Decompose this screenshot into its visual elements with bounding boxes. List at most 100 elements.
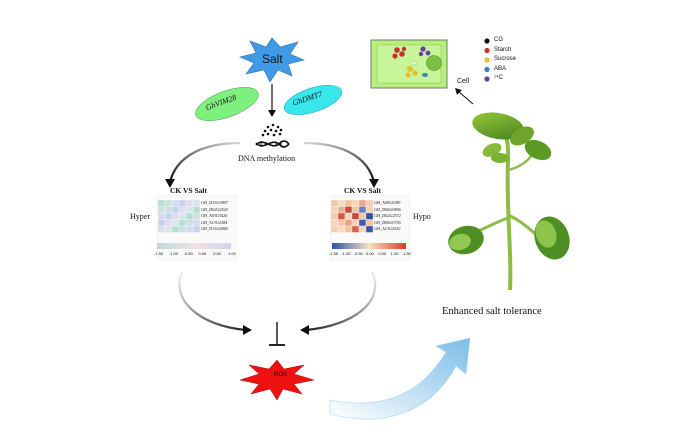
legend-label: ¹⁴C — [494, 75, 503, 81]
dna-helix-icon — [255, 140, 290, 148]
cell-arrowhead — [455, 88, 462, 95]
heatmap-cell — [351, 212, 360, 220]
heatmap-cell — [351, 206, 360, 214]
heatmap-cell — [171, 225, 180, 233]
gene-label: GH_D02G2572 — [374, 213, 401, 218]
colorbar-tick: 1.00 — [228, 251, 236, 256]
heatmap-cell — [351, 225, 360, 233]
heatmap-cell — [192, 212, 201, 220]
colorbar-tick: -0.50 — [353, 251, 363, 256]
colorbar-tick: -0.50 — [183, 251, 193, 256]
gene-label: GH_A13G2530 — [374, 226, 401, 231]
salt-label: Salt — [262, 52, 283, 66]
dna-methylation-label: DNA methylation — [238, 154, 296, 163]
cell-nucleus — [426, 55, 442, 71]
heatmap-cell — [358, 219, 367, 227]
gene-label: GH_D02G2520 — [201, 206, 228, 212]
colorbar-tick: -1.00 — [168, 251, 178, 256]
hypo-heatmap-title: CK VS Salt — [344, 186, 381, 195]
heatmap-cell — [171, 206, 180, 214]
colorbar-tick: -1.50 — [154, 251, 164, 256]
heatmap-cell — [171, 219, 180, 227]
heatmap-cell — [358, 225, 367, 233]
cotton-plant-illustration — [448, 112, 570, 291]
colorbar-tick: 0.00 — [198, 251, 207, 256]
arrow-hyper-to-ros-head — [243, 325, 252, 335]
arrow-to-hypo-head — [369, 179, 379, 188]
heatmap-cell — [192, 219, 201, 227]
arrow-to-hypo — [303, 141, 376, 183]
heatmap-cell — [358, 199, 367, 207]
heatmap-cell — [337, 199, 346, 207]
heatmap-cell — [157, 212, 166, 220]
heatmap-cell — [330, 212, 339, 220]
hypo-side-label: Hypo — [413, 212, 431, 221]
heatmap-cell — [157, 199, 166, 207]
legend-dots — [484, 38, 490, 82]
legend-label: ABA — [494, 65, 507, 72]
colorbar-tick: 0.50 — [378, 251, 387, 256]
colorbar-tick: 0.50 — [213, 251, 221, 256]
hyper-side-label: Hyper — [130, 212, 150, 221]
heatmap-cell — [178, 212, 187, 220]
legend-dot — [484, 38, 490, 44]
gene-label: GH_A03G3426 — [201, 213, 228, 218]
heatmap-cell — [344, 199, 353, 207]
heatmap-cell — [344, 206, 353, 214]
legend-label: Starch — [494, 46, 512, 53]
legend-dot — [484, 66, 490, 73]
heatmap-cell — [365, 206, 374, 214]
cell-arrow — [457, 90, 474, 105]
heatmap-cell — [185, 219, 194, 227]
cell-particles — [392, 46, 431, 78]
heatmap-cell — [344, 225, 353, 233]
arrow-hyper-to-ros — [178, 271, 247, 332]
heatmap-cell — [178, 225, 187, 233]
heatmap-cell — [157, 206, 166, 214]
heatmap-cell — [344, 212, 353, 220]
heatmap-cell — [185, 206, 194, 214]
hyper-heatmap-grid — [157, 199, 201, 233]
enhanced-salt-tolerance-label: Enhanced salt tolerance — [442, 306, 542, 317]
heatmap-cell — [351, 219, 360, 227]
gene-label: GH_A13G2384 — [201, 219, 228, 225]
hyper-colorbar — [157, 243, 231, 249]
colorbar-tick: -1.50 — [329, 251, 339, 256]
gene-label: GH_A09G0189 — [374, 200, 401, 205]
colorbar-tick: -1.00 — [341, 251, 351, 256]
heatmap-cell — [157, 225, 166, 233]
heatmap-cell — [164, 225, 173, 233]
heatmap-cell — [330, 219, 339, 227]
heatmap-cell — [337, 212, 346, 220]
colorbar-tick: 1.50 — [403, 251, 411, 256]
heatmap-cell — [178, 199, 187, 207]
heatmap-cell — [171, 212, 180, 220]
heatmap-cell — [178, 206, 187, 214]
gene-label: GH_D06G0856 — [374, 206, 401, 212]
heatmap-cell — [192, 225, 201, 233]
arrow-to-hyper-head — [165, 179, 175, 188]
ghdmt7-ellipse — [283, 85, 343, 115]
heatmap-cell — [358, 212, 367, 220]
heatmap-cell — [358, 206, 367, 214]
heatmap-cell — [351, 199, 360, 207]
heatmap-cell — [164, 206, 173, 214]
heatmap-cell — [192, 199, 201, 207]
heatmap-cell — [330, 206, 339, 214]
hypo-heatmap-grid — [330, 199, 374, 233]
heatmap-cell — [164, 212, 173, 220]
heatmap-cell — [337, 225, 346, 233]
heatmap-cell — [365, 212, 374, 220]
colorbar-tick: 0.00 — [366, 251, 374, 256]
heatmap-cell — [192, 206, 201, 214]
arrow-to-hyper — [168, 141, 241, 183]
legend-dot — [484, 47, 490, 54]
heatmap-cell — [164, 199, 173, 207]
heatmap-cell — [157, 219, 166, 227]
legend-dot — [484, 76, 490, 82]
heatmap-cell — [164, 219, 173, 227]
salt-arrowhead — [268, 110, 276, 117]
gene-label: GH_D13G0840 — [201, 226, 228, 231]
heatmap-cell — [185, 225, 194, 233]
